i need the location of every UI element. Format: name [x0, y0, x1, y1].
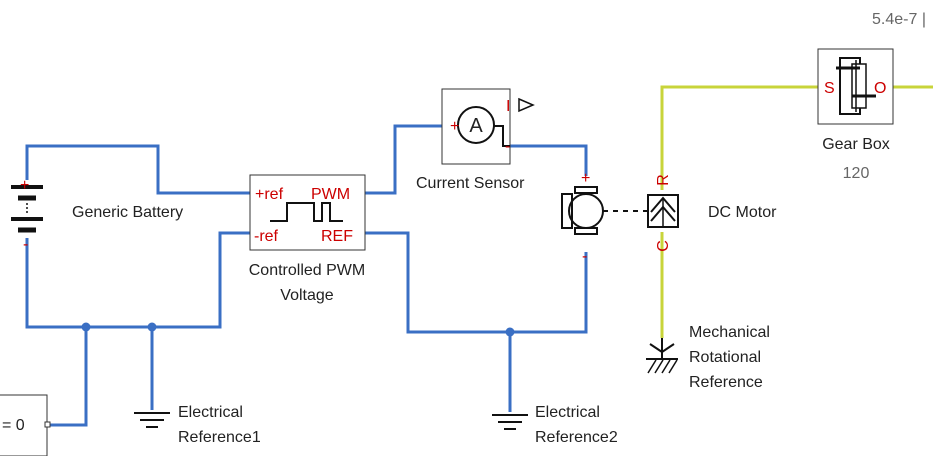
motor-port-minus: -	[582, 248, 587, 265]
motor-port-r: R	[655, 174, 672, 186]
constant-value: = 0	[2, 417, 25, 434]
battery-neg-port: -	[23, 236, 28, 253]
electrical-reference1-block[interactable]	[134, 412, 170, 428]
constant-block[interactable]: = 0	[0, 394, 51, 456]
constant-frame	[0, 394, 48, 456]
current-sensor-block[interactable]: A + - I	[441, 88, 535, 165]
mech-ref-arrow-icon	[649, 343, 675, 354]
elec-ref1-label-line2: Reference1	[178, 429, 261, 446]
gear-box-ratio: 120	[843, 165, 870, 182]
electrical-wires	[25, 124, 588, 427]
ammeter-symbol: A	[469, 115, 483, 137]
battery-label: Generic Battery	[72, 204, 183, 221]
elec-ref1-label-line1: Electrical	[178, 404, 243, 421]
junction-node	[147, 322, 157, 332]
motor-brush-icon	[574, 186, 598, 194]
gear-box-label: Gear Box	[822, 136, 890, 153]
pwm-port-pwm: PWM	[311, 186, 350, 203]
sensor-lead-icon	[494, 125, 510, 147]
electrical-reference2-block[interactable]	[492, 414, 528, 430]
motor-rotor-icon	[568, 193, 604, 229]
elec-ref2-label-line2: Reference2	[535, 429, 618, 446]
wire-battery-pos-to-pwm[interactable]	[25, 144, 250, 195]
sensor-port-minus: -	[505, 138, 510, 155]
junction-node	[505, 327, 515, 337]
sensor-port-i: I	[506, 98, 510, 115]
mechanical-rotational-reference-block[interactable]	[646, 338, 678, 374]
motor-port-c: C	[655, 240, 672, 252]
pwm-label-line2: Voltage	[280, 287, 333, 304]
dc-motor-block[interactable]: + - R C	[561, 170, 679, 265]
wire-pwm-to-sensor[interactable]	[365, 124, 447, 195]
pwm-waveform-icon	[270, 202, 343, 222]
gear-port-o: O	[874, 80, 886, 97]
gear-right-icon	[851, 63, 867, 109]
elec-ref2-label-line1: Electrical	[535, 404, 600, 421]
generic-battery-block[interactable]: + -	[11, 177, 43, 253]
dc-motor-label: DC Motor	[708, 204, 777, 221]
controlled-pwm-voltage-block[interactable]: +ref PWM -ref REF	[249, 174, 366, 251]
pwm-port-ref-neg: -ref	[254, 228, 279, 245]
motor-port-plus: +	[581, 170, 590, 187]
gear-box-block[interactable]: S O	[817, 48, 894, 125]
mech-ref-label-line1: Mechanical	[689, 324, 770, 341]
pwm-port-ref: REF	[321, 228, 353, 245]
wire-ref-to-motor[interactable]	[365, 231, 588, 334]
simulation-time-readout: 5.4e-7 |	[872, 11, 926, 28]
output-arrow-icon	[518, 97, 535, 113]
junction-node	[81, 322, 91, 332]
constant-output-port-icon	[44, 421, 51, 428]
gear-port-s: S	[824, 80, 835, 97]
mechanical-wires	[660, 85, 933, 338]
wire-battery-neg-to-ground[interactable]	[25, 231, 250, 329]
mech-ref-hatch-icon	[647, 359, 678, 374]
pwm-port-ref-pos: +ref	[255, 186, 284, 203]
mech-ref-label-line2: Rotational	[689, 349, 761, 366]
battery-pos-port: +	[20, 177, 29, 194]
wire-constant-to-node[interactable]	[50, 327, 88, 427]
current-sensor-label: Current Sensor	[416, 175, 525, 192]
pwm-label-line1: Controlled PWM	[249, 262, 365, 279]
mech-ref-label-line3: Reference	[689, 374, 763, 391]
motor-stator-icon	[561, 193, 573, 229]
pwm-block-frame	[249, 174, 366, 251]
sensor-port-plus: +	[450, 118, 459, 135]
wire-motor-r-to-gearbox[interactable]	[660, 85, 818, 190]
wire-sensor-to-motor[interactable]	[510, 144, 588, 176]
